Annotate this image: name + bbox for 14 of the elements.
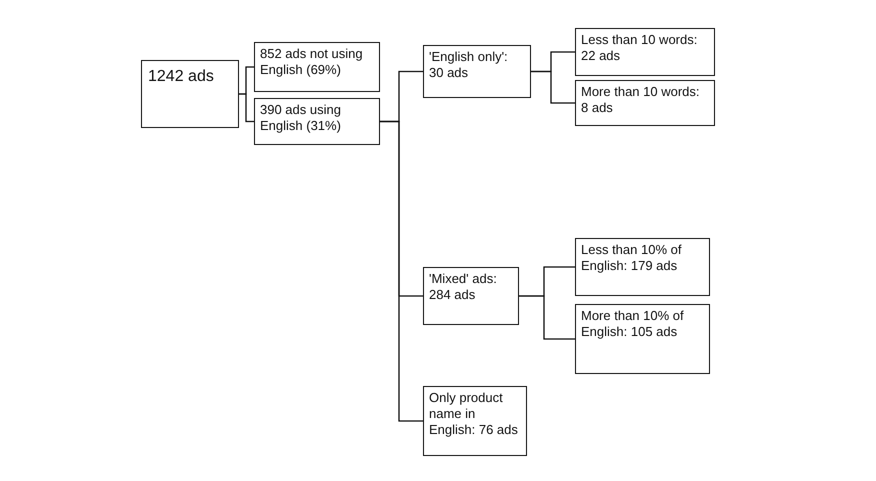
connector-line [239,93,254,122]
text-box: Less than 10% of English: 179 ads [575,238,710,296]
text-box: 852 ads not using English (69%) [254,42,380,92]
connector-line [519,295,575,340]
text-box: 'English only': 30 ads [423,45,531,98]
text-box: More than 10% of English: 105 ads [575,304,710,374]
text-box: Less than 10 words: 22 ads [575,28,715,76]
text-box: 'Mixed' ads: 284 ads [423,267,519,325]
connector-line [380,120,423,422]
text-box: Only product name in English: 76 ads [423,386,527,456]
text-box: 390 ads using English (31%) [254,98,380,145]
connector-line [531,70,575,104]
text-box: More than 10 words: 8 ads [575,80,715,126]
text-box: 1242 ads [141,60,239,128]
